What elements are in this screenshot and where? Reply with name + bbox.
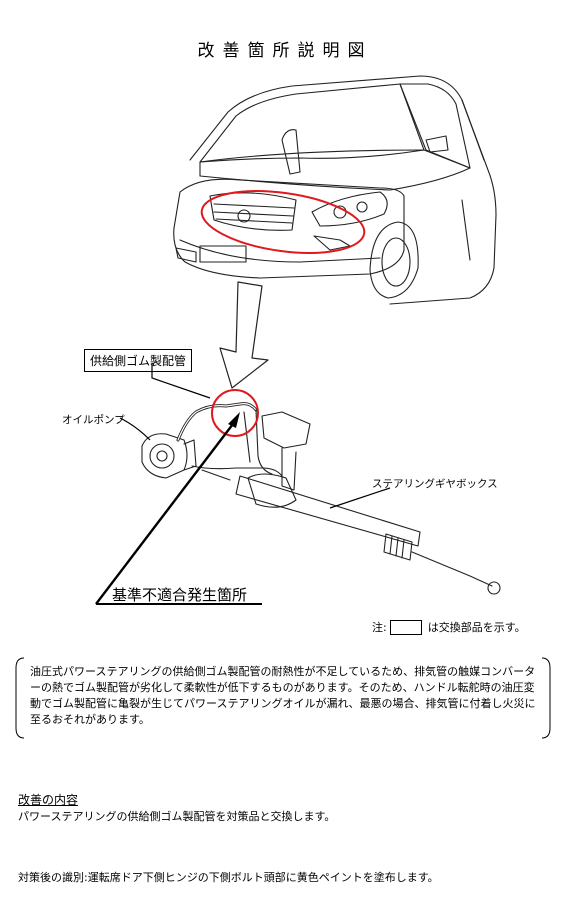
defect-location-label: 基準不適合発生箇所 xyxy=(112,586,248,604)
oil-pump-label: オイルポンプ xyxy=(62,414,125,426)
recall-diagram xyxy=(95,75,501,605)
leader-lines xyxy=(95,363,391,605)
vehicle-illustration xyxy=(173,75,497,305)
highlight-circle-supply-hose xyxy=(211,389,259,437)
highlight-ellipse-car xyxy=(200,190,366,254)
supply-hose-label: 供給側ゴム製配管 xyxy=(84,349,193,372)
improvement-heading: 改善の内容 xyxy=(18,793,79,807)
note-suffix: は交換部品を示す。 xyxy=(427,621,526,634)
steering-system-illustration xyxy=(141,402,501,595)
note-prefix: 注: xyxy=(372,621,387,634)
description-bracket xyxy=(15,657,551,739)
detail-arrow xyxy=(219,281,269,389)
legend-note: 注: は交換部品を示す。 xyxy=(372,619,526,635)
gearbox-label: ステアリングギヤボックス xyxy=(372,478,498,490)
defect-description: 油圧式パワーステアリングの供給側ゴム製配管の耐熱性が不足しているため、排気管の触… xyxy=(30,665,536,726)
page-title: 改善箇所説明図 xyxy=(197,41,373,61)
replacement-part-swatch xyxy=(389,619,422,635)
defect-pointer-arrowhead xyxy=(228,412,240,428)
improvement-body: パワーステアリングの供給側ゴム製配管を対策品と交換します。 xyxy=(18,810,336,823)
identification-text: 対策後の識別:運転席ドア下側ヒンジの下側ボルト頭部に黄色ペイントを塗布します。 xyxy=(18,871,439,884)
